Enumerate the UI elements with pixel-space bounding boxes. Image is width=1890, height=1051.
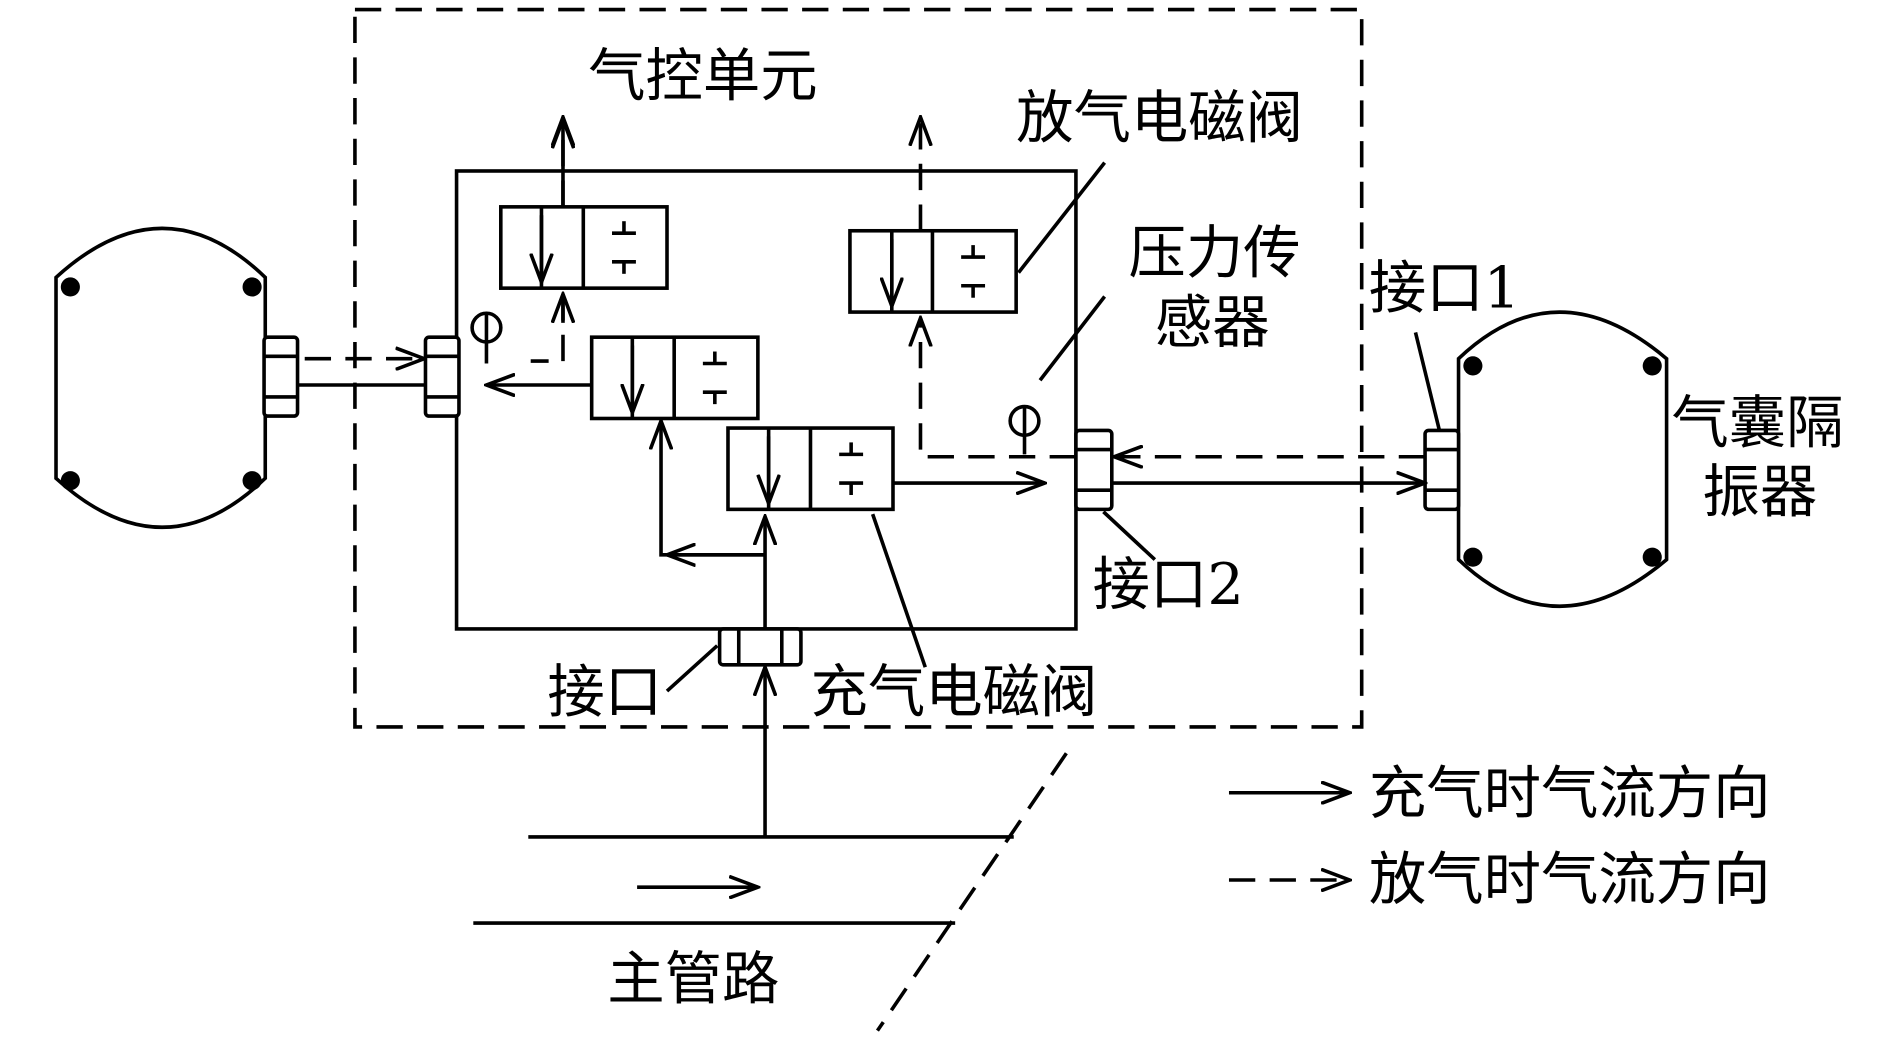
left-airbag	[54, 226, 268, 529]
valve-middle	[589, 335, 760, 421]
exhaust-valve	[848, 228, 1018, 314]
inflation-valve	[726, 426, 895, 512]
valve-top-left	[499, 205, 669, 290]
control-unit-boundary	[353, 7, 1364, 729]
label-exhaust-valve: 放气电磁阀	[1016, 85, 1303, 152]
label-pressure-sensor-2: 感器	[1155, 289, 1270, 356]
bottom-port-fitting	[717, 627, 803, 667]
pressure-sensor	[1008, 404, 1041, 455]
right-airbag	[1456, 310, 1669, 608]
label-isolator-1: 气囊隔	[1671, 389, 1843, 456]
label-isolator-2: 振器	[1702, 459, 1817, 526]
label-port: 接口	[547, 658, 662, 725]
label-control-unit: 气控单元	[588, 43, 817, 110]
label-main-pipe: 主管路	[607, 945, 779, 1012]
label-port2: 接口2	[1093, 551, 1244, 618]
port2-fitting	[1074, 428, 1114, 512]
left-pressure-gauge	[470, 311, 503, 364]
label-pressure-sensor-1: 压力传	[1129, 220, 1301, 287]
legend-inflate-text: 充气时气流方向	[1369, 760, 1771, 827]
left-inner-fitting	[423, 335, 461, 418]
port1-fitting	[1423, 428, 1461, 512]
legend: 充气时气流方向 放气时气流方向	[1228, 760, 1771, 913]
break-line	[875, 752, 1068, 1032]
label-port1: 接口1	[1369, 254, 1520, 321]
left-airbag-fitting	[262, 335, 300, 418]
legend-deflate-text: 放气时气流方向	[1369, 846, 1771, 913]
label-inflation-valve: 充气电磁阀	[810, 658, 1097, 725]
